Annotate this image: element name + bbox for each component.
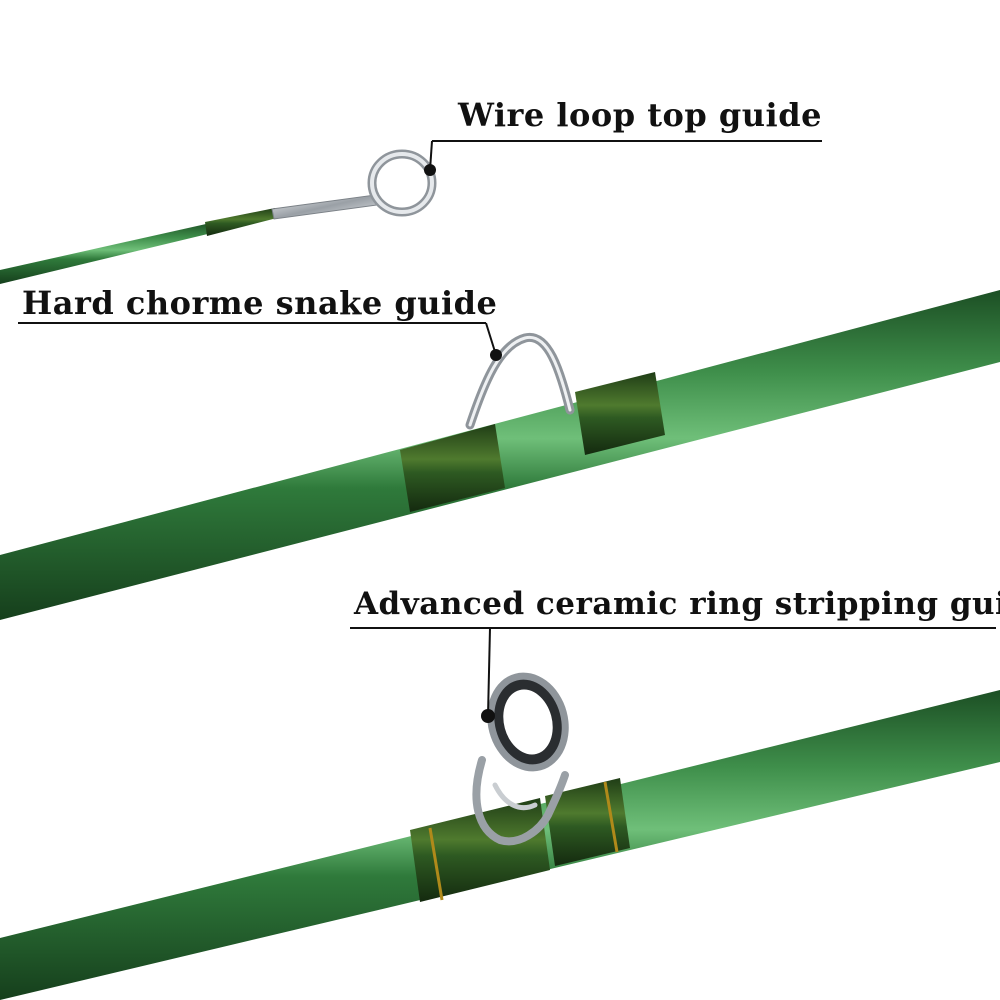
rod-tip-section (0, 149, 437, 284)
snake-guide-wrap-right (575, 372, 665, 455)
top-guide-tube (271, 194, 378, 220)
callout-snake-leader (18, 322, 502, 361)
rod-bottom-section (0, 672, 1000, 1000)
rod-blank-middle (0, 290, 1000, 620)
wire-loop-top-guide (367, 149, 437, 217)
ceramic-ring-stripping-guide (472, 672, 569, 846)
callout-top-leader (424, 140, 822, 176)
rod-middle-section (0, 290, 1000, 620)
tip-thread-wrap (205, 208, 277, 236)
rod-tip-blank (0, 222, 216, 284)
gold-trim-left (428, 827, 444, 901)
callout-label-top-guide: Wire loop top guide (458, 96, 822, 134)
callout-label-snake-guide: Hard chorme snake guide (22, 284, 498, 322)
snake-guide-wrap-left (400, 424, 505, 512)
gold-trim-right (603, 781, 619, 853)
stripping-guide-wrap-left (410, 798, 550, 902)
callout-stripping-leader (350, 627, 996, 723)
callout-label-stripping-guide: Advanced ceramic ring stripping guide (354, 586, 1000, 622)
